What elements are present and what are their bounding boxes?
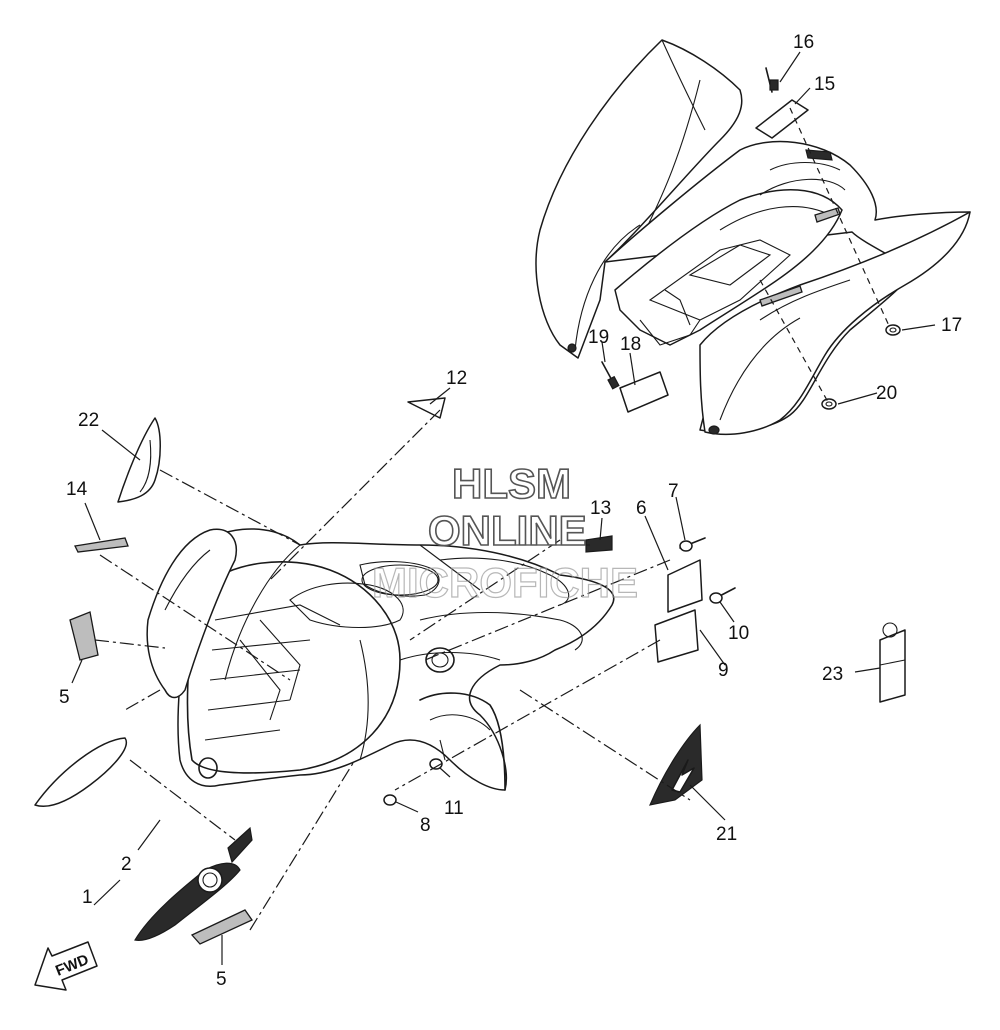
watermark-line2: ONLINE [428, 507, 587, 554]
callout-21: 21 [716, 824, 737, 845]
callout-12: 12 [446, 368, 467, 389]
callout-19: 19 [588, 327, 609, 348]
callout-5-upper: 5 [59, 687, 70, 708]
callout-6: 6 [636, 498, 647, 519]
fwd-arrow: FWD [34, 941, 98, 991]
callout-numbers: 1 2 5 5 6 7 8 9 10 11 12 13 14 15 16 17 … [59, 32, 962, 990]
callout-16: 16 [793, 32, 814, 53]
front-fender [146, 528, 615, 791]
callout-5-lower: 5 [216, 969, 227, 990]
decal-parts [34, 397, 906, 945]
callout-10: 10 [728, 623, 749, 644]
callout-14: 14 [66, 479, 88, 500]
leader-lines [71, 51, 936, 965]
callout-20: 20 [876, 383, 897, 404]
rear-fender [535, 39, 971, 436]
callout-8: 8 [420, 815, 431, 836]
watermark-line3: MICROFICHE [372, 559, 638, 606]
callout-1: 1 [82, 887, 93, 908]
callout-17: 17 [941, 315, 962, 336]
callout-9: 9 [718, 660, 729, 681]
callout-22: 22 [78, 410, 99, 431]
watermark: HLSM ONLINE MICROFICHE [371, 459, 638, 606]
assembly-lines [94, 409, 691, 931]
callout-13: 13 [590, 498, 611, 519]
callout-23: 23 [822, 664, 843, 685]
callout-18: 18 [620, 334, 641, 355]
callout-2: 2 [121, 854, 132, 875]
watermark-line1: HLSM [452, 460, 571, 507]
callout-7: 7 [668, 481, 679, 502]
callout-11: 11 [444, 798, 464, 819]
callout-15: 15 [814, 74, 835, 95]
